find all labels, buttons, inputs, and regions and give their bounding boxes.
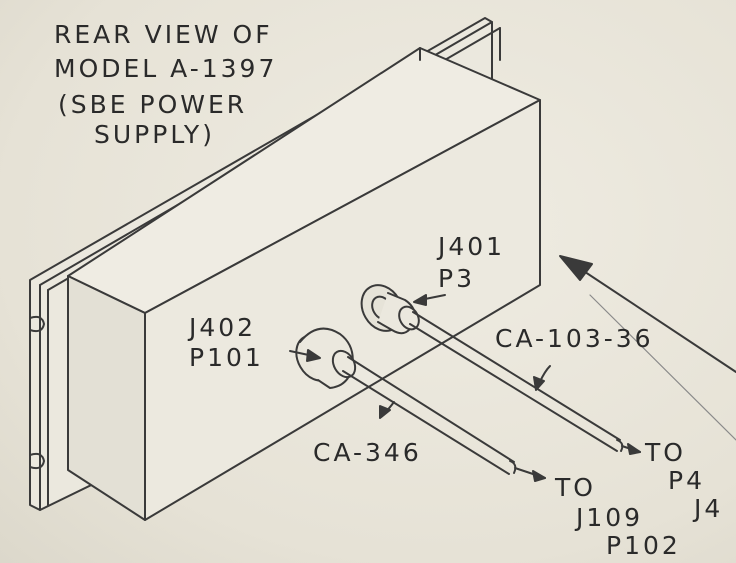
label-p101: P101	[189, 343, 264, 372]
label-to-lower: TO	[555, 473, 596, 502]
label-j401: J401	[438, 232, 506, 261]
label-ca-346: CA-346	[313, 438, 422, 467]
power-supply-box	[67, 47, 541, 521]
cable-ca-103-36	[409, 311, 641, 455]
label-j402: J402	[189, 313, 257, 342]
title-line-3: (SBE POWER	[58, 90, 248, 119]
cable-ca-346	[342, 356, 546, 482]
label-p4: P4	[668, 466, 705, 495]
direction-arrow	[559, 255, 736, 441]
label-j109: J109	[576, 503, 644, 532]
label-p3: P3	[438, 264, 475, 293]
label-leaders	[289, 294, 551, 419]
label-ca-103-36: CA-103-36	[495, 324, 654, 353]
title-line-2: MODEL A-1397	[54, 54, 278, 83]
title-line-4: SUPPLY)	[94, 120, 215, 149]
title-line-1: REAR VIEW OF	[54, 20, 273, 49]
label-p102: P102	[606, 531, 681, 560]
label-j4: J4	[694, 494, 724, 523]
label-to-upper: TO	[645, 438, 686, 467]
